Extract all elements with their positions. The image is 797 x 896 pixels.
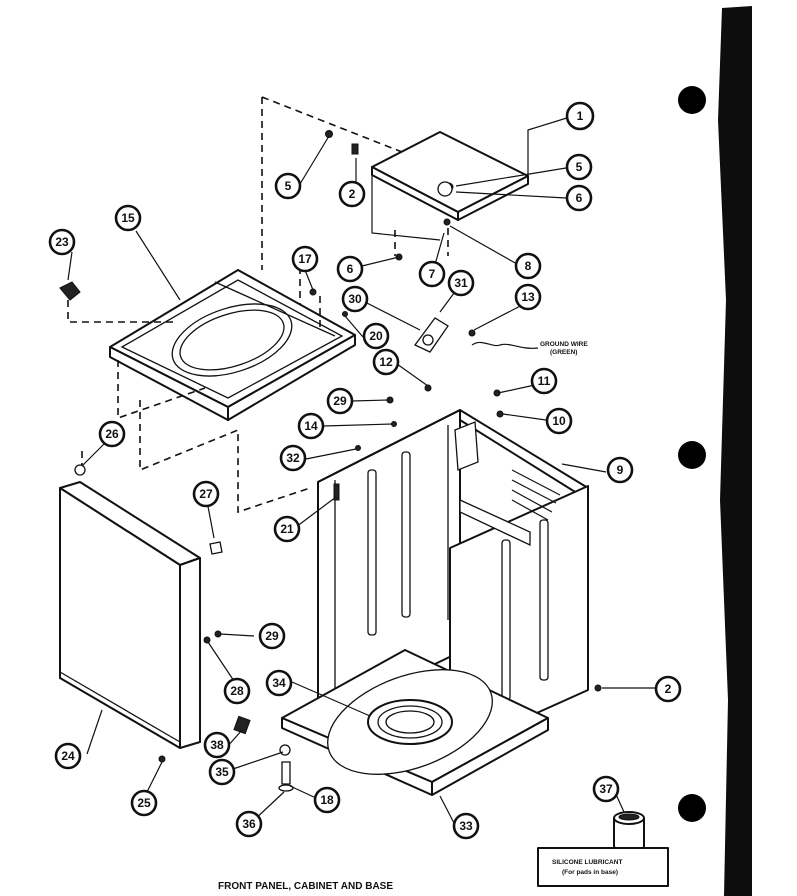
svg-text:23: 23: [55, 235, 69, 249]
binder-hole-bottom: [678, 794, 706, 822]
svg-text:5: 5: [285, 179, 292, 193]
svg-text:29: 29: [265, 629, 279, 643]
callout: 9: [606, 456, 634, 484]
ground-wire-label-line2: (GREEN): [550, 349, 577, 356]
callout: 17: [291, 245, 319, 273]
callout: 1: [565, 101, 595, 131]
callout: 15: [114, 204, 142, 232]
callout: 33: [452, 812, 480, 840]
svg-text:14: 14: [304, 419, 318, 433]
binder-hole-middle: [678, 441, 706, 469]
svg-text:21: 21: [280, 522, 294, 536]
cabinet-base: [281, 649, 549, 796]
svg-text:38: 38: [210, 738, 224, 752]
diagram-title: FRONT PANEL, CABINET AND BASE: [218, 881, 393, 892]
svg-text:26: 26: [105, 427, 119, 441]
callout: 21: [273, 515, 301, 543]
svg-text:32: 32: [286, 451, 300, 465]
callout: 37: [592, 775, 620, 803]
svg-text:8: 8: [525, 259, 532, 273]
svg-text:7: 7: [429, 267, 436, 281]
svg-text:18: 18: [320, 793, 334, 807]
callout: 12: [372, 348, 400, 376]
svg-text:17: 17: [298, 252, 312, 266]
callout: 2: [654, 675, 682, 703]
callout: 32: [279, 444, 307, 472]
callout: 6: [336, 255, 364, 283]
svg-text:35: 35: [215, 765, 229, 779]
callout-leader-lines: [67, 135, 667, 826]
ground-wire-label-line1: GROUND WIRE: [540, 341, 588, 348]
svg-text:10: 10: [552, 414, 566, 428]
svg-text:6: 6: [347, 262, 354, 276]
silicone-lubricant-can: SILICONE LUBRICANT (For pads in base): [537, 811, 669, 887]
lid-hinge-guide-dashed: [319, 228, 449, 332]
callout: 36: [235, 810, 263, 838]
callout: 6: [565, 184, 593, 212]
lid-assembly: [371, 116, 571, 241]
svg-text:24: 24: [61, 749, 75, 763]
svg-text:1: 1: [577, 109, 584, 123]
svg-text:33: 33: [459, 819, 473, 833]
callout: 38: [203, 731, 231, 759]
callout: 34: [265, 669, 293, 697]
hardware-parts: [59, 130, 602, 792]
svg-text:15: 15: [121, 211, 135, 225]
svg-text:28: 28: [230, 684, 244, 698]
lubricant-label-line2: (For pads in base): [562, 869, 618, 876]
callout: 27: [192, 480, 220, 508]
callout: 5: [565, 153, 593, 181]
svg-text:20: 20: [369, 329, 383, 343]
lubricant-label-line1: SILICONE LUBRICANT: [552, 859, 622, 866]
callout: 28: [223, 677, 251, 705]
cabinet-top: [109, 269, 356, 421]
callout: 7: [418, 260, 446, 288]
svg-text:36: 36: [242, 817, 256, 831]
svg-text:2: 2: [349, 187, 356, 201]
callouts: 1 5 6 2 5 8 7 6 15 17 23 30 31 13 20 12 …: [48, 101, 682, 840]
callout: 20: [362, 322, 390, 350]
svg-text:2: 2: [665, 682, 672, 696]
callout: 24: [54, 742, 82, 770]
svg-text:11: 11: [538, 374, 551, 388]
binder-hole-top: [678, 86, 706, 114]
svg-text:12: 12: [379, 355, 393, 369]
page-binding-edge: [718, 6, 752, 896]
callout: 26: [98, 420, 126, 448]
svg-text:29: 29: [333, 394, 347, 408]
callout: 8: [514, 252, 542, 280]
svg-text:31: 31: [454, 276, 468, 290]
svg-text:9: 9: [617, 463, 624, 477]
svg-text:34: 34: [272, 676, 286, 690]
callout: 14: [297, 412, 325, 440]
callout: 29: [258, 622, 286, 650]
callout: 18: [313, 786, 341, 814]
svg-text:5: 5: [576, 160, 583, 174]
callout: 5: [274, 172, 302, 200]
svg-text:25: 25: [137, 796, 151, 810]
callout: 10: [545, 407, 573, 435]
callout: 13: [514, 283, 542, 311]
callout: 31: [447, 269, 475, 297]
callout: 11: [530, 367, 558, 395]
callout: 35: [208, 758, 236, 786]
callout: 2: [338, 180, 366, 208]
callout: 23: [48, 228, 76, 256]
cabinet-body: [317, 409, 589, 753]
callout: 25: [130, 789, 158, 817]
svg-text:27: 27: [199, 487, 213, 501]
svg-text:13: 13: [521, 290, 535, 304]
svg-text:6: 6: [576, 191, 583, 205]
svg-text:30: 30: [348, 292, 362, 306]
callout: 29: [326, 387, 354, 415]
svg-text:37: 37: [599, 782, 613, 796]
top-cover-guide-dashed: [261, 96, 403, 310]
front-panel: [59, 481, 201, 749]
callout: 30: [341, 285, 369, 313]
